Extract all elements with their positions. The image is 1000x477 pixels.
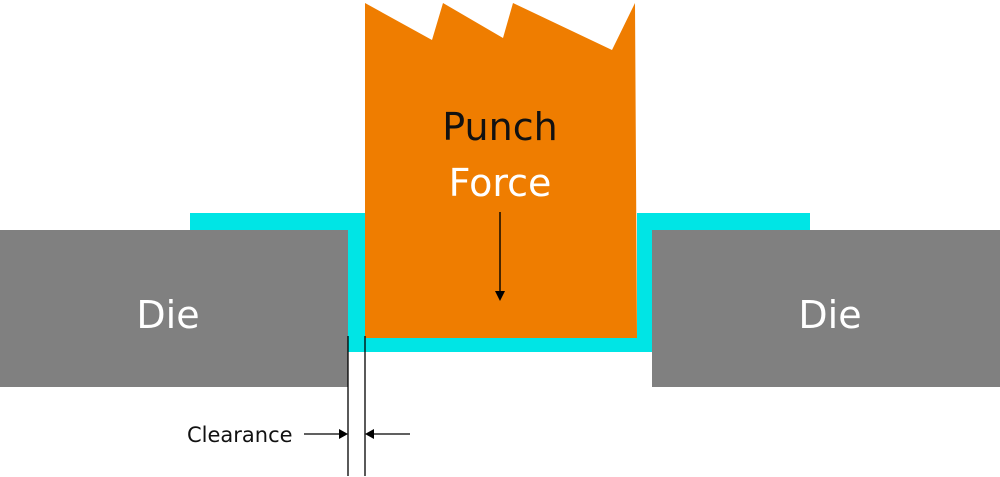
sheet-metal	[190, 213, 810, 352]
die-right-label: Die	[798, 293, 861, 337]
clearance-arrow-left-head	[339, 429, 348, 439]
punch-label-line1: Punch	[442, 105, 557, 149]
die-left-label: Die	[136, 293, 199, 337]
die-left	[0, 230, 348, 387]
punch-label-line2: Force	[449, 161, 552, 205]
clearance-label: Clearance	[187, 423, 293, 447]
die-right	[652, 230, 1000, 387]
force-arrow-head	[495, 291, 505, 301]
clearance-arrow-right-head	[365, 429, 374, 439]
punch	[365, 3, 637, 338]
